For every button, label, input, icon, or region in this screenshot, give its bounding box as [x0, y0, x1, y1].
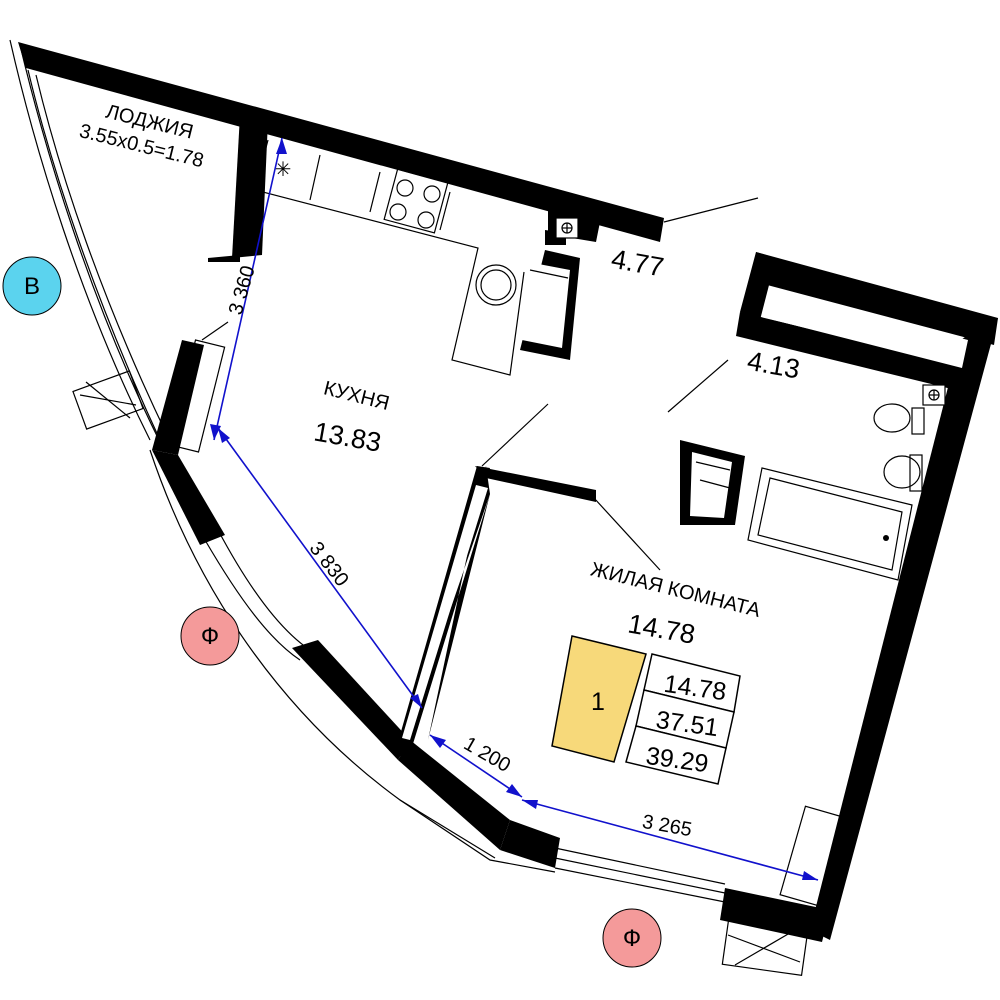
dim-kitchen-width: 3 360	[225, 263, 260, 317]
facade-glazing	[9, 39, 726, 903]
badge-west: В	[2, 256, 62, 316]
living-area: 14.78	[626, 608, 698, 649]
closet-hollows	[402, 262, 968, 740]
dimension-lines	[210, 137, 819, 881]
living-name: ЖИЛАЯ КОМНАТА	[588, 558, 763, 622]
dim-kitchen-length: 3 830	[305, 538, 353, 591]
meter-box-bath	[922, 384, 946, 406]
bathtub-fixture	[747, 467, 913, 581]
summary-table: 1 14.78 37.51 39.29	[551, 635, 741, 785]
closet-shelves	[529, 269, 731, 489]
badge-facade-1-letter: Ф	[201, 623, 219, 650]
door-lines	[168, 197, 845, 907]
hall-area: 4.77	[609, 244, 666, 283]
rooms-count-cell	[551, 635, 647, 763]
toilet-fixture	[873, 403, 925, 435]
sink-fixture	[883, 454, 923, 492]
kitchen-counter: ✳	[254, 139, 525, 376]
badge-west-letter: В	[24, 273, 40, 300]
badge-facade-1: Ф	[180, 606, 240, 666]
meter-box-hall	[555, 217, 579, 239]
hood-icon: ✳	[275, 159, 292, 181]
total-with-loggia-cell	[625, 725, 727, 785]
bracket-left	[72, 370, 144, 430]
kitchen-area: 13.83	[312, 416, 384, 457]
dim-living-width: 3 265	[640, 811, 693, 841]
badge-facade-2: Ф	[602, 908, 662, 968]
badge-facade-2-letter: Ф	[623, 925, 641, 952]
bathroom-area: 4.13	[745, 346, 802, 385]
dim-living-short: 1 200	[460, 733, 514, 777]
rooms-count: 1	[591, 688, 605, 716]
kitchen-name: КУХНЯ	[321, 377, 391, 415]
